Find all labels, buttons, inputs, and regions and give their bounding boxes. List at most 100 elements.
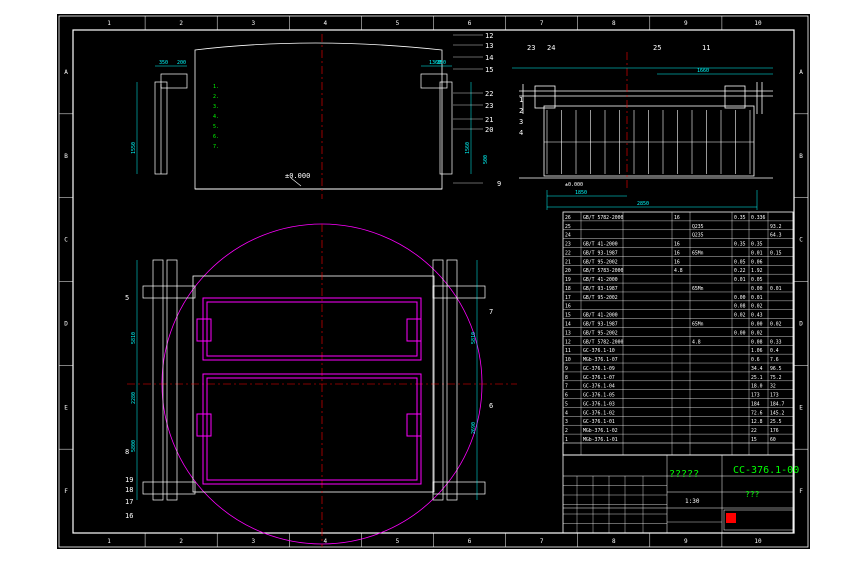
row-label: C [799, 237, 803, 244]
bom-cell: 0.02 [734, 313, 746, 319]
bom-cell: 0.02 [770, 322, 782, 328]
bom-cell: 15 [751, 437, 757, 443]
row-label: A [64, 69, 68, 76]
bom-cell: MGb-376.1-02 [583, 428, 618, 434]
bom-cell: 173 [751, 393, 760, 399]
col-label: 3 [251, 538, 255, 545]
bom-cell: 7.6 [770, 357, 779, 363]
bom-cell: 4 [565, 410, 568, 416]
bom-cell: 15 [565, 313, 571, 319]
bom-cell: 0.4 [770, 348, 779, 354]
col-label: 10 [754, 538, 762, 545]
dimension-text: 5810 [471, 332, 477, 344]
bom-cell: 5 [565, 401, 568, 407]
dimension-text: 2280 [131, 392, 137, 404]
bom-cell: 23 [565, 242, 571, 248]
part-callout: 14 [485, 54, 493, 62]
col-label: 1 [107, 538, 111, 545]
part-callout: 19 [125, 476, 133, 484]
elevation-mark: ±0.000 [285, 172, 310, 180]
bom-cell: 11 [565, 348, 571, 354]
row-label: E [64, 404, 68, 411]
bom-cell: 65Mn [692, 286, 704, 292]
bom-cell: 1.06 [751, 348, 763, 354]
bom-cell: GC-376.1-07 [583, 375, 615, 381]
bom-cell: GC-376.1-03 [583, 401, 615, 407]
col-label: 9 [684, 538, 688, 545]
bom-cell: 176 [770, 428, 779, 434]
bom-cell: 16 [674, 250, 680, 256]
row-label: D [64, 320, 68, 327]
dimension-text: 2850 [637, 201, 649, 207]
bom-cell: GB/T 5783-2000 [583, 268, 624, 274]
part-callout: 1 [519, 96, 523, 104]
bom-cell: GB/T 5782-2000 [583, 215, 624, 221]
bom-cell: 0.35 [751, 242, 763, 248]
col-label: 5 [396, 538, 400, 545]
bom-cell: 32 [770, 384, 776, 390]
part-callout: 6 [489, 402, 493, 410]
bom-cell: 93.2 [770, 224, 782, 230]
bom-cell: 0.00 [734, 295, 746, 301]
bom-cell: GC-376.1-10 [583, 348, 615, 354]
bom-cell: 21 [565, 259, 571, 265]
bom-cell: GC-376.1-09 [583, 366, 615, 372]
col-label: 8 [612, 538, 616, 545]
bom-cell: 145.2 [770, 410, 785, 416]
bom-cell: 64.3 [770, 233, 782, 239]
bom-cell: GB/T 93-1987 [583, 322, 618, 328]
part-callout: 16 [125, 512, 133, 520]
bom-cell: GC-376.1-04 [583, 384, 615, 390]
dimension-text: 5810 [131, 332, 137, 344]
bom-cell: 3 [565, 419, 568, 425]
bom-cell: 19 [565, 277, 571, 283]
bom-cell: 16 [674, 259, 680, 265]
row-label: C [64, 237, 68, 244]
bom-cell: GB/T 93-1987 [583, 250, 618, 256]
bom-cell: GB/T 5782-2000 [583, 339, 624, 345]
note-line: 1. [213, 84, 219, 90]
dimension-text: 1550 [131, 142, 137, 154]
part-callout: 5 [125, 294, 129, 302]
col-label: 4 [324, 538, 328, 545]
bom-cell: 75.2 [770, 375, 782, 381]
bom-cell: 12.8 [751, 419, 763, 425]
part-callout: 23 [485, 102, 493, 110]
col-label: 2 [179, 20, 183, 27]
bom-cell: GB/T 95-2002 [583, 295, 618, 301]
row-label: F [799, 488, 803, 495]
bom-cell: 184.7 [770, 401, 785, 407]
bom-cell: 12 [565, 339, 571, 345]
logo-icon [726, 513, 736, 523]
title-block: ????? CC-376.1-00 ??? 1:30 [562, 454, 799, 534]
col-label: 4 [324, 20, 328, 27]
bom-cell: 0.336 [751, 215, 766, 221]
bom-cell: 9 [565, 366, 568, 372]
bom-cell: 20 [565, 268, 571, 274]
bom-cell: 0.35 [734, 242, 746, 248]
bom-cell: 0.01 [751, 250, 763, 256]
bom-cell: 65Mn [692, 250, 704, 256]
bom-cell: 4.8 [692, 339, 701, 345]
bom-cell: GB/T 41-2000 [583, 277, 618, 283]
bom-cell: 0.01 [751, 295, 763, 301]
bom-cell: GB/T 95-2002 [583, 259, 618, 265]
bom-cell: 0.08 [734, 304, 746, 310]
note-line: 3. [213, 104, 219, 110]
bom-cell: 18.0 [751, 384, 763, 390]
col-label: 10 [754, 20, 762, 27]
bom-cell: 24 [565, 233, 571, 239]
technical-notes: 1.2.3.4.5.6.7. [213, 84, 219, 150]
bom-cell: 18 [565, 286, 571, 292]
bom-cell: GC-376.1-01 [583, 419, 615, 425]
bom-cell: 22 [565, 250, 571, 256]
bom-cell: 7 [565, 384, 568, 390]
bom-cell: 25 [565, 224, 571, 230]
bom-cell: 25.1 [751, 375, 763, 381]
dimension-text: 1560 [465, 142, 471, 154]
